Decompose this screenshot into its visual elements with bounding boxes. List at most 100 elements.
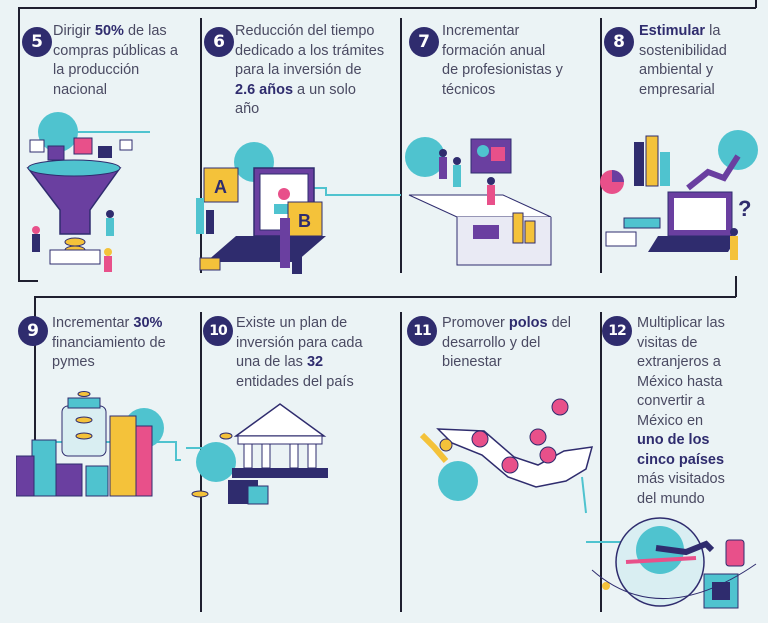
- goal-text-fragment: pymes: [52, 354, 95, 370]
- left-vertical-line-top: [18, 7, 20, 281]
- goal-text-fragment: México hasta: [637, 373, 723, 390]
- goal-number-badge: 12: [602, 316, 632, 346]
- globe-travel-icon: [586, 517, 757, 609]
- goal-text-fragment: compras públicas a: [53, 42, 178, 59]
- training-room-icon: [405, 137, 552, 266]
- goal-text-fragment: año: [235, 101, 260, 117]
- goal-highlight: cinco países: [637, 451, 725, 468]
- goal-text-fragment: Multiplicar las: [637, 315, 725, 331]
- goal-text-line: desarrollo y del: [442, 334, 592, 354]
- row1-bottom-line: [18, 280, 38, 282]
- divider-5-6: [200, 18, 202, 273]
- goal-number-badge: 9: [18, 316, 48, 346]
- goal-text-fragment: México en: [637, 412, 704, 429]
- goal-text-fragment: empresarial: [639, 81, 715, 98]
- goal-text-line: México en: [637, 412, 765, 432]
- goal-text-line: para la inversión de: [235, 61, 395, 81]
- goal-number-badge: 5: [22, 27, 52, 57]
- goal-text-fragment: visitas de: [637, 334, 698, 351]
- goal-text-line: una de las 32: [236, 353, 394, 373]
- goal-card-9: 9 Incrementar 30%financiamiento de pymes: [18, 314, 198, 616]
- svg-text:A: A: [214, 177, 227, 197]
- top-connector: [18, 7, 756, 9]
- goal-text-line: más visitados: [637, 470, 765, 490]
- goal-text-line: uno de los: [637, 431, 765, 451]
- goal-text-line: sostenibilidad: [639, 42, 764, 62]
- goal-text-line: cinco países: [637, 451, 765, 471]
- goal-card-10: 10 Existe un plan de inversión para cada u…: [203, 315, 397, 616]
- goal-text-fragment: para la inversión de: [235, 62, 362, 78]
- middle-connector: [34, 296, 736, 298]
- divider-6-7: [400, 18, 402, 273]
- goal-card-7: 7 Incrementar formación anual de profesion…: [409, 22, 597, 277]
- goal-text: Incrementar 30%financiamiento de pymes: [52, 314, 194, 373]
- goal-card-6: 6 Reducción del tiempo dedicado a los trá…: [204, 22, 396, 277]
- goal-text-line: Reducción del tiempo: [235, 22, 395, 42]
- goal-text-line: Multiplicar las: [637, 314, 765, 334]
- goal-text-fragment: desarrollo y del: [442, 334, 541, 351]
- laptop-icon: A B: [196, 142, 401, 274]
- goal-text-fragment: Existe un plan de: [236, 315, 348, 331]
- analytics-icon: ?: [600, 130, 758, 260]
- goal-text-fragment: inversión para cada: [236, 334, 363, 351]
- goal-highlight: 50%: [94, 23, 124, 39]
- goal-text-fragment: más visitados: [637, 471, 725, 487]
- goal-highlight: 2.6 años: [235, 81, 294, 98]
- goal-text-fragment: bienestar: [442, 354, 502, 370]
- goal-text-line: Promover polos del: [442, 314, 592, 334]
- goal-number-badge: 11: [407, 316, 437, 346]
- goal-text-fragment: del: [547, 315, 571, 331]
- goal-text-line: de profesionistas y: [442, 61, 592, 81]
- goal-text-fragment: de profesionistas y: [442, 62, 563, 78]
- goal-text-line: Incrementar: [442, 22, 592, 42]
- goal-highlight: uno de los: [637, 432, 710, 448]
- goal-text-fragment: nacional: [53, 81, 108, 98]
- goal-text-line: formación anual: [442, 42, 592, 62]
- goal-text-fragment: financiamiento de: [52, 334, 166, 351]
- funnel-icon: [26, 112, 150, 272]
- goal-highlight: polos: [508, 315, 548, 331]
- goal-number-badge: 7: [409, 27, 439, 57]
- goal-text-line: dedicado a los trámites: [235, 42, 395, 62]
- goal-text-fragment: una de las: [236, 354, 307, 370]
- goal-text-line: Incrementar 30%: [52, 314, 194, 334]
- goal-text: Incrementar formación anual de profesionis…: [442, 22, 592, 100]
- goal-text-fragment: Incrementar: [52, 315, 134, 331]
- left-vertical-line-bottom: [34, 296, 36, 446]
- goal-text-fragment: convertir a: [637, 393, 705, 409]
- svg-text:?: ?: [738, 196, 751, 221]
- goal-text-fragment: Reducción del tiempo: [235, 23, 375, 39]
- goal-text-fragment: formación anual: [442, 42, 546, 59]
- goal-text-fragment: sostenibilidad: [639, 42, 727, 59]
- goal-text-fragment: Dirigir: [53, 23, 95, 39]
- goal-text-line: compras públicas a: [53, 42, 195, 62]
- middle-right-connector: [735, 276, 737, 297]
- goal-number-badge: 6: [204, 27, 234, 57]
- goal-text-fragment: ambiental y: [639, 62, 714, 78]
- goal-text-line: técnicos: [442, 81, 592, 101]
- goal-text-fragment: del mundo: [637, 490, 705, 507]
- goal-text-fragment: Incrementar: [442, 23, 520, 39]
- goal-text-line: bienestar: [442, 353, 592, 373]
- goal-text-line: 2.6 años a un solo: [235, 81, 395, 101]
- goal-text-fragment: técnicos: [442, 81, 496, 98]
- goal-text-line: del mundo: [637, 490, 765, 510]
- top-right-connector: [755, 0, 757, 8]
- city-savings-icon: [16, 391, 181, 497]
- goal-text-fragment: la: [705, 23, 721, 39]
- goal-text-line: visitas de: [637, 334, 765, 354]
- goal-text-fragment: la producción: [53, 62, 140, 78]
- goal-text-fragment: Promover: [442, 315, 509, 331]
- goal-highlight: 32: [306, 354, 324, 370]
- divider-10-11: [400, 312, 402, 612]
- goal-number-badge: 10: [203, 316, 233, 346]
- goal-text-fragment: a un solo: [293, 81, 356, 98]
- goal-text-line: Estimular la: [639, 22, 764, 42]
